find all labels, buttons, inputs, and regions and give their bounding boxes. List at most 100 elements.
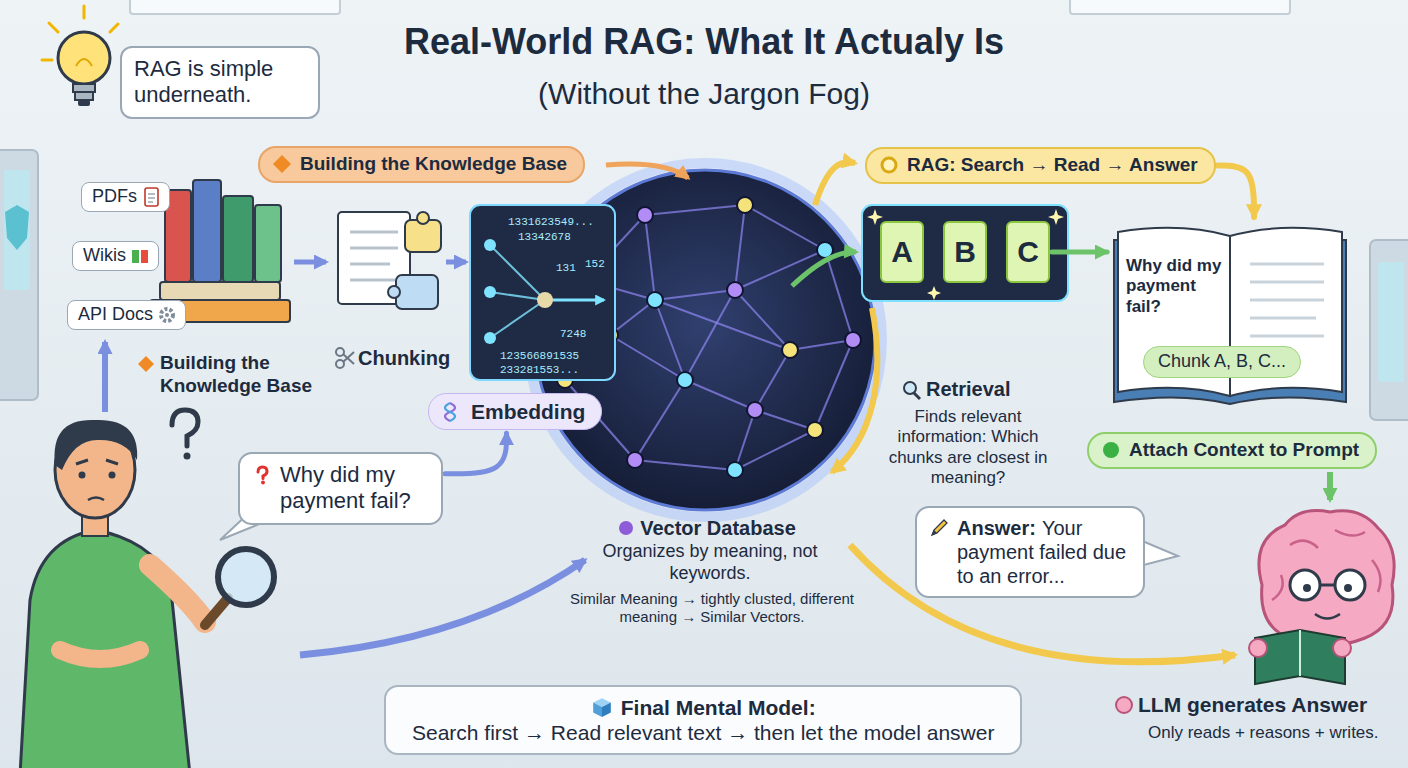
diamond-icon bbox=[138, 356, 154, 372]
chunk-pages bbox=[405, 220, 441, 252]
bubble-tail bbox=[1140, 540, 1178, 566]
section-label: Retrieval bbox=[926, 377, 1011, 401]
person-figure bbox=[184, 453, 191, 460]
scissors-icon bbox=[336, 348, 344, 356]
box-text: Answer: bbox=[957, 517, 1036, 539]
retrieval-panel bbox=[862, 205, 1068, 301]
person-figure bbox=[82, 508, 108, 536]
flow-arrow bbox=[792, 252, 856, 286]
flow-arrow bbox=[606, 162, 1330, 662]
box-text: Final Mental Model: bbox=[621, 695, 816, 720]
vector-network bbox=[655, 300, 685, 380]
person-figure bbox=[88, 498, 104, 501]
vector-network bbox=[635, 460, 735, 470]
book-outline bbox=[1250, 264, 1324, 336]
icon bbox=[602, 703, 611, 717]
flow-arrow bbox=[815, 162, 855, 205]
flow-arrow bbox=[1218, 165, 1254, 217]
box-text: Why did my payment fail? bbox=[280, 462, 429, 515]
vector-network bbox=[577, 272, 593, 288]
section-pill: Building the Knowledge Base bbox=[258, 146, 585, 183]
wall-screen bbox=[0, 150, 1408, 420]
vector-number: 123566891535 bbox=[500, 350, 579, 362]
magnifier-icon bbox=[914, 393, 920, 399]
flow-arrow bbox=[606, 164, 688, 178]
description: Similar Meaning → tightly clusted, diffe… bbox=[557, 590, 867, 626]
document-stack bbox=[223, 196, 253, 282]
vector-network bbox=[557, 197, 861, 478]
vector-number: 131 bbox=[556, 262, 576, 274]
icon bbox=[591, 696, 613, 718]
wall-screen bbox=[1370, 240, 1408, 420]
box-text: RAG: Search → Read → Answer bbox=[907, 154, 1198, 177]
vector-network bbox=[735, 205, 745, 290]
box-text: Chunk A, B, C... bbox=[1158, 351, 1286, 373]
diamond-icon bbox=[138, 356, 154, 372]
box-text: Search first → Read relevant text → then… bbox=[412, 720, 994, 745]
icon bbox=[258, 467, 267, 479]
ceiling-light bbox=[130, 0, 340, 14]
flow-arrow bbox=[1052, 250, 1107, 255]
retrieval-panel bbox=[927, 286, 941, 300]
brain-character bbox=[1335, 570, 1365, 600]
summary-box: Final Mental Model:Search first → Read r… bbox=[384, 685, 1022, 755]
brain-character bbox=[1299, 630, 1301, 676]
section-label: Vector Database bbox=[618, 516, 818, 540]
chunk-pages bbox=[350, 232, 398, 280]
box-text: A bbox=[891, 234, 913, 270]
brain-character bbox=[1320, 584, 1335, 587]
person-figure bbox=[55, 422, 135, 518]
person-figure bbox=[60, 650, 140, 659]
vector-network bbox=[745, 205, 825, 250]
vector-network bbox=[645, 215, 655, 300]
retrieval-panel bbox=[1048, 209, 1064, 225]
brain-character bbox=[1249, 511, 1394, 684]
chunk-pages bbox=[388, 286, 400, 298]
icon bbox=[445, 403, 455, 421]
section-pill: RAG: Search → Read → Answer bbox=[865, 147, 1216, 184]
vector-network bbox=[755, 350, 790, 410]
icon bbox=[261, 481, 265, 485]
vector-network bbox=[845, 332, 861, 348]
lightbulb-icon bbox=[42, 6, 118, 60]
icon bbox=[161, 309, 173, 321]
purple-dot-icon bbox=[619, 521, 633, 535]
vector-network bbox=[585, 280, 655, 300]
vector-network bbox=[817, 242, 833, 258]
icon bbox=[1103, 442, 1119, 458]
vector-number: 152 bbox=[585, 258, 605, 270]
vector-network bbox=[585, 215, 645, 280]
vector-network bbox=[735, 290, 790, 350]
chunk-doc: B bbox=[943, 221, 987, 283]
vector-network bbox=[677, 372, 693, 388]
ceiling-light bbox=[130, 0, 1290, 14]
box-text: B bbox=[954, 234, 976, 270]
lightbulb-icon bbox=[73, 84, 95, 92]
vector-network bbox=[737, 197, 753, 213]
vector-network bbox=[637, 207, 653, 223]
vector-network bbox=[735, 250, 825, 290]
scissors-icon bbox=[343, 352, 354, 364]
step-label: Chunking bbox=[358, 346, 450, 370]
person-figure bbox=[55, 420, 138, 470]
scissors-icon bbox=[336, 348, 354, 368]
lightbulb-icon bbox=[42, 6, 118, 106]
vector-network bbox=[807, 422, 823, 438]
description: Finds relevant information: Which chunks… bbox=[877, 407, 1059, 489]
vector-network bbox=[735, 430, 815, 470]
magnifier-icon bbox=[904, 382, 916, 394]
speech-bubble: Why did my payment fail? bbox=[238, 452, 443, 525]
box-text: Attach Context to Prompt bbox=[1129, 439, 1359, 462]
person-figure bbox=[172, 410, 198, 446]
chunk-pages bbox=[396, 275, 438, 309]
icon bbox=[130, 246, 150, 266]
lightbulb-icon bbox=[75, 92, 93, 100]
wall-screen bbox=[4, 170, 30, 290]
person-figure bbox=[218, 549, 274, 605]
box-text: Why did my payment fail? bbox=[1126, 256, 1226, 317]
vector-number: 13342678 bbox=[518, 231, 571, 243]
brain-icon bbox=[1116, 697, 1132, 713]
flow-arrow bbox=[300, 560, 585, 655]
box-text: API Docs bbox=[78, 304, 153, 326]
section-label: Building the Knowledge Base bbox=[160, 352, 328, 398]
